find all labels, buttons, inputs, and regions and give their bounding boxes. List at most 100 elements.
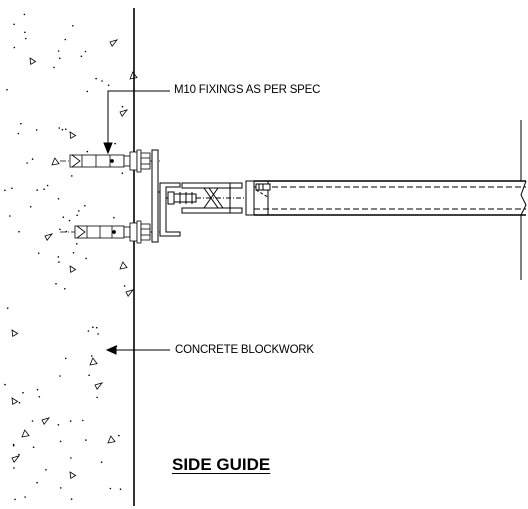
hatch-dot bbox=[70, 457, 72, 459]
hatch-triangle bbox=[125, 289, 135, 297]
hatch-triangle bbox=[119, 261, 128, 270]
hatch-triangle bbox=[51, 157, 60, 166]
fixings-label: M10 FIXINGS AS PER SPEC bbox=[174, 84, 321, 96]
hatch-dot bbox=[31, 420, 34, 422]
hatch-dot bbox=[92, 326, 94, 329]
hatch-dot bbox=[82, 419, 84, 422]
hatch-dot bbox=[86, 90, 89, 93]
upper-anchor-bolt bbox=[60, 149, 160, 173]
hatch-triangle bbox=[11, 329, 19, 337]
hatch-dot bbox=[95, 77, 97, 80]
hatch-dot bbox=[76, 214, 78, 217]
hatch-dot bbox=[113, 216, 115, 219]
hatch-dot bbox=[62, 216, 65, 218]
hatch-dot bbox=[12, 444, 15, 447]
fixings-leader bbox=[103, 90, 170, 155]
hatch-dot bbox=[59, 57, 61, 59]
hatch-dot bbox=[95, 326, 98, 329]
hatch-dot bbox=[35, 129, 38, 131]
hatch-dot bbox=[58, 261, 60, 263]
hatch-dot bbox=[4, 189, 6, 192]
hatch-dot bbox=[57, 424, 60, 426]
hatch-dot bbox=[4, 383, 6, 386]
hatch-dot bbox=[97, 333, 99, 335]
hatch-dot bbox=[121, 105, 124, 108]
hatch-dot bbox=[64, 288, 66, 290]
concrete-leader bbox=[105, 345, 170, 355]
hatch-dot bbox=[59, 228, 61, 231]
hatch-dot bbox=[72, 25, 74, 27]
hatch-dot bbox=[53, 66, 55, 69]
hatch-dot bbox=[107, 84, 110, 87]
hatch-dot bbox=[58, 127, 61, 129]
hatch-dot bbox=[119, 488, 122, 491]
hatch-dot bbox=[18, 401, 21, 404]
hatch-dot bbox=[85, 257, 87, 260]
hatch-dot bbox=[13, 23, 15, 26]
hatch-dot bbox=[90, 355, 93, 357]
drawing-title: SIDE GUIDE bbox=[172, 455, 271, 474]
hatch-dot bbox=[71, 175, 73, 177]
hatch-dot bbox=[101, 80, 103, 82]
hatch-dot bbox=[36, 481, 38, 484]
hatch-dot bbox=[55, 282, 57, 285]
hatch-triangle bbox=[29, 57, 37, 65]
hatch-dot bbox=[31, 158, 34, 160]
hatch-dot bbox=[96, 396, 98, 399]
hatch-dot bbox=[13, 467, 15, 469]
hatch-dot bbox=[114, 142, 116, 145]
hatch-dot bbox=[80, 55, 83, 58]
hatch-dot bbox=[69, 420, 72, 422]
hatch-dot bbox=[87, 330, 90, 332]
hatch-dot bbox=[68, 219, 71, 222]
hatch-dot bbox=[60, 487, 62, 489]
hatch-dot bbox=[26, 162, 28, 164]
hatch-dot bbox=[29, 206, 32, 208]
hatch-triangle bbox=[41, 417, 51, 425]
hatch-dot bbox=[24, 496, 26, 498]
hatch-dot bbox=[9, 215, 11, 217]
hatch-dot bbox=[20, 122, 22, 125]
lower-anchor-bolt bbox=[60, 220, 160, 244]
hatch-dot bbox=[57, 50, 60, 52]
hatch-dot bbox=[57, 256, 60, 258]
hatch-dot bbox=[59, 375, 61, 377]
hatch-triangle bbox=[11, 397, 19, 405]
hatch-dot bbox=[45, 469, 47, 471]
hatch-triangle bbox=[11, 455, 21, 463]
hatch-dot bbox=[25, 37, 27, 40]
hatch-triangle bbox=[69, 265, 77, 273]
hatch-dot bbox=[72, 252, 75, 254]
hatch-dot bbox=[61, 128, 64, 131]
hatch-dot bbox=[123, 285, 126, 287]
hatch-dot bbox=[38, 396, 41, 398]
hatch-dot bbox=[65, 128, 67, 130]
hatch-dot bbox=[64, 357, 67, 360]
hatch-dot bbox=[32, 446, 35, 449]
hatch-triangle bbox=[89, 357, 98, 366]
hatch-dot bbox=[17, 132, 20, 135]
hatch-dot bbox=[37, 252, 40, 255]
angle-bracket bbox=[151, 149, 244, 243]
hatch-dot bbox=[6, 88, 8, 91]
hatch-dot bbox=[6, 307, 9, 310]
hatch-dot bbox=[78, 210, 80, 212]
hatch-dot bbox=[13, 46, 16, 49]
tube-section bbox=[245, 120, 527, 280]
hatch-dot bbox=[86, 150, 89, 153]
hatch-dot bbox=[11, 187, 13, 190]
hatch-triangle bbox=[94, 382, 104, 390]
hatch-dot bbox=[100, 461, 103, 464]
hatch-dot bbox=[43, 188, 45, 190]
hatch-triangle bbox=[107, 435, 116, 444]
hatch-dot bbox=[84, 50, 87, 53]
hatch-dot bbox=[109, 487, 112, 490]
hatch-dot bbox=[84, 205, 86, 207]
hatch-triangle bbox=[109, 39, 119, 47]
hatch-dot bbox=[57, 198, 60, 200]
concrete-label: CONCRETE BLOCKWORK bbox=[175, 344, 314, 356]
hatch-triangle bbox=[69, 131, 77, 139]
hatch-dot bbox=[88, 374, 90, 377]
hatch-dot bbox=[18, 453, 20, 456]
